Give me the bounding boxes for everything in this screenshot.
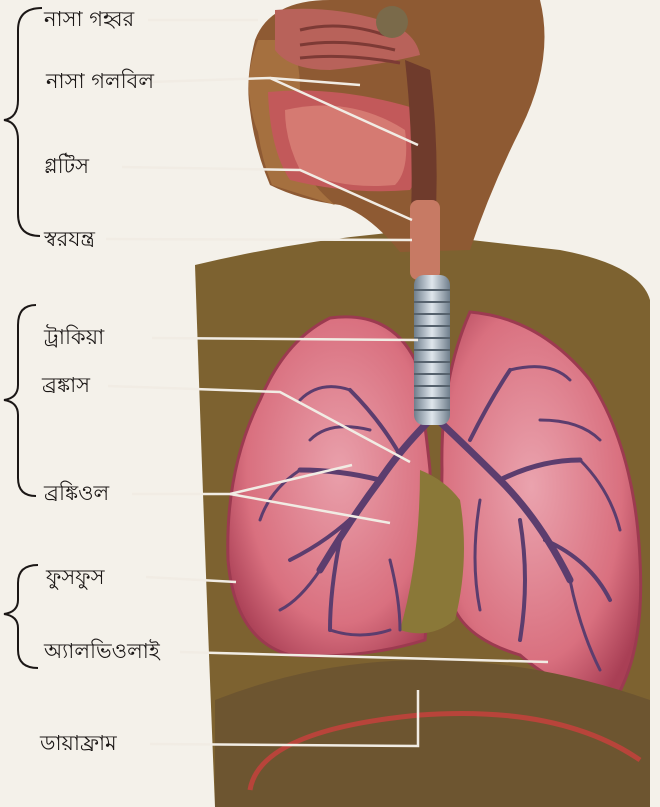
sinus — [376, 6, 408, 38]
label-larynx: স্বরযন্ত্র — [44, 227, 95, 251]
larynx-shape — [410, 200, 440, 280]
label-diaphragm: ডায়াফ্রাম — [40, 731, 117, 755]
label-glottis: গ্লটিস — [44, 154, 89, 178]
label-trachea: ট্রাকিয়া — [44, 325, 104, 349]
label-bronchus: ব্রঙ্কাস — [42, 373, 90, 397]
label-bronchiole: ব্রঙ্কিওল — [44, 481, 109, 505]
label-nasal-cavity: নাসা গহ্বর — [44, 7, 134, 31]
label-braces — [4, 8, 42, 668]
label-lungs: ফুসফুস — [46, 565, 104, 589]
label-alveoli: অ্যালভিওলাই — [44, 639, 160, 663]
label-nasopharynx: নাসা গলবিল — [46, 69, 154, 93]
